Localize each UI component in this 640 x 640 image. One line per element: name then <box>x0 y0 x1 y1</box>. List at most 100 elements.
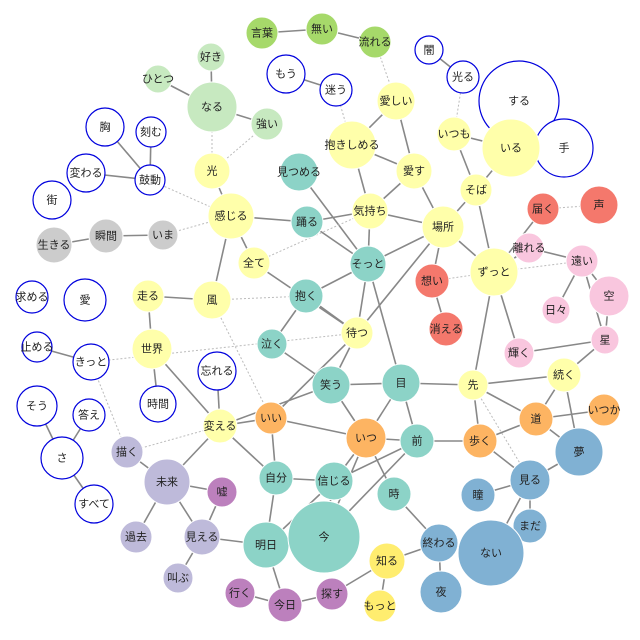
node-naru[interactable]: なる <box>186 81 238 133</box>
node-hikaru[interactable]: 光る <box>446 60 480 94</box>
node-motto[interactable]: もっと <box>363 589 397 623</box>
node-shunkan[interactable]: 瞬間 <box>88 218 124 254</box>
node-kizamu[interactable]: 刻む <box>135 116 167 148</box>
node-ima2[interactable]: 今 <box>287 500 361 574</box>
node-mada[interactable]: まだ <box>512 508 548 544</box>
node-sekai[interactable]: 世界 <box>131 328 173 370</box>
node-itsuka[interactable]: いつか <box>587 393 621 427</box>
node-hoshi[interactable]: 星 <box>590 325 620 355</box>
node-michi[interactable]: 道 <box>518 401 554 437</box>
node-hitotsu[interactable]: ひとつ <box>142 64 174 94</box>
node-basho[interactable]: 場所 <box>421 205 465 249</box>
node-te[interactable]: 手 <box>534 118 594 178</box>
node-shinjiru[interactable]: 信じる <box>314 461 354 501</box>
node-zutto[interactable]: ずっと <box>469 247 519 297</box>
node-jikan[interactable]: 時間 <box>139 385 177 423</box>
node-egaku[interactable]: 描く <box>110 435 144 469</box>
node-matsu[interactable]: 待つ <box>340 316 374 350</box>
node-kimochi[interactable]: 気持ち <box>351 192 389 230</box>
node-hibi[interactable]: 日々 <box>541 295 571 325</box>
node-naku[interactable]: 泣く <box>256 328 288 360</box>
node-kotae[interactable]: 答え <box>72 398 106 432</box>
node-nai2[interactable]: ない <box>457 519 525 587</box>
node-aruku[interactable]: 歩く <box>462 423 498 459</box>
node-mieru[interactable]: 見える <box>183 518 221 556</box>
node-kagayaku[interactable]: 輝く <box>503 337 535 369</box>
node-circle <box>351 192 389 230</box>
node-shiru[interactable]: 知る <box>368 542 406 580</box>
node-kodou[interactable]: 鼓動 <box>134 164 166 196</box>
node-sou[interactable]: そう <box>16 385 58 427</box>
node-kawaru[interactable]: 変わる <box>66 153 106 193</box>
node-mirai[interactable]: 未来 <box>143 458 191 506</box>
node-tsuyoi[interactable]: 強い <box>250 107 284 141</box>
node-dakishimeru[interactable]: 抱きしめる <box>325 120 380 170</box>
node-hikari[interactable]: 光 <box>193 152 231 190</box>
node-yami[interactable]: 闇 <box>414 35 444 65</box>
node-suki[interactable]: 好き <box>196 42 226 72</box>
node-ii[interactable]: いい <box>254 401 288 435</box>
node-jibun[interactable]: 自分 <box>258 460 294 496</box>
node-koe[interactable]: 声 <box>579 185 619 225</box>
node-ashita[interactable]: 明日 <box>242 521 290 569</box>
node-owaru[interactable]: 終わる <box>419 523 459 563</box>
node-label: 時 <box>389 488 400 501</box>
node-nagareru[interactable]: 流れる <box>358 25 392 59</box>
node-me[interactable]: 目 <box>381 363 421 403</box>
node-sagasu[interactable]: 探す <box>315 577 349 611</box>
node-kanjiru[interactable]: 感じる <box>207 192 255 240</box>
node-miru[interactable]: 見る <box>509 459 551 501</box>
node-itoshii[interactable]: 愛しい <box>376 81 416 121</box>
node-yoru[interactable]: 夜 <box>419 570 463 614</box>
node-sa[interactable]: さ <box>40 436 84 480</box>
node-todoku[interactable]: 届く <box>526 192 560 226</box>
node-wasureru[interactable]: 忘れる <box>197 351 237 391</box>
node-kaeru[interactable]: 変える <box>202 408 238 444</box>
node-aisu[interactable]: 愛す <box>395 152 433 190</box>
node-kako[interactable]: 過去 <box>119 520 153 554</box>
node-sora[interactable]: 空 <box>588 275 630 317</box>
node-hanareru[interactable]: 離れる <box>513 232 546 264</box>
node-odoru[interactable]: 踊る <box>290 205 324 239</box>
node-kieru[interactable]: 消える <box>428 311 464 347</box>
node-kotoba[interactable]: 言葉 <box>245 16 279 50</box>
node-circle <box>436 116 472 152</box>
node-soba[interactable]: そば <box>459 173 493 207</box>
node-tooi[interactable]: 遠い <box>565 244 599 278</box>
node-daku[interactable]: 抱く <box>288 278 324 314</box>
node-warau[interactable]: 笑う <box>311 365 351 405</box>
node-subete1[interactable]: 全て <box>237 246 271 280</box>
node-uso[interactable]: 嘘 <box>206 476 238 508</box>
node-ikiru[interactable]: 生きる <box>35 226 73 264</box>
node-kitto[interactable]: きっと <box>72 343 110 381</box>
node-itsumo[interactable]: いつも <box>436 116 472 152</box>
node-tsuzuku[interactable]: 続く <box>546 357 582 393</box>
node-sotto[interactable]: そっと <box>349 245 387 283</box>
node-subete2[interactable]: すべて <box>74 484 114 524</box>
node-iku[interactable]: 行く <box>224 577 256 609</box>
node-saki[interactable]: 先 <box>457 369 489 401</box>
node-itsu[interactable]: いつ <box>345 417 387 459</box>
node-ai[interactable]: 愛 <box>63 278 107 322</box>
node-mou[interactable]: もう <box>266 54 306 94</box>
node-mae[interactable]: 前 <box>399 423 435 459</box>
node-motomeru[interactable]: 求める <box>15 280 49 314</box>
node-ima1[interactable]: いま <box>147 219 179 251</box>
node-mune[interactable]: 胸 <box>85 107 125 147</box>
node-hitomi[interactable]: 瞳 <box>460 477 496 513</box>
node-hashiru[interactable]: 走る <box>131 279 165 313</box>
node-circle <box>414 35 444 65</box>
node-machi[interactable]: 街 <box>32 180 72 220</box>
node-circle <box>16 385 58 427</box>
node-sakebu[interactable]: 叫ぶ <box>162 562 194 594</box>
node-mitsumeru[interactable]: 見つめる <box>277 152 321 192</box>
node-iru[interactable]: いる <box>481 118 541 178</box>
node-yume[interactable]: 夢 <box>554 427 604 477</box>
node-toki[interactable]: 時 <box>376 476 412 512</box>
node-mayou[interactable]: 迷う <box>319 73 353 107</box>
node-nai1[interactable]: 無い <box>305 12 339 46</box>
node-kaze[interactable]: 風 <box>192 280 232 320</box>
node-kyou[interactable]: 今日 <box>267 587 303 623</box>
node-omoi[interactable]: 想い <box>414 263 450 299</box>
node-tomeru[interactable]: 止める <box>21 331 54 363</box>
